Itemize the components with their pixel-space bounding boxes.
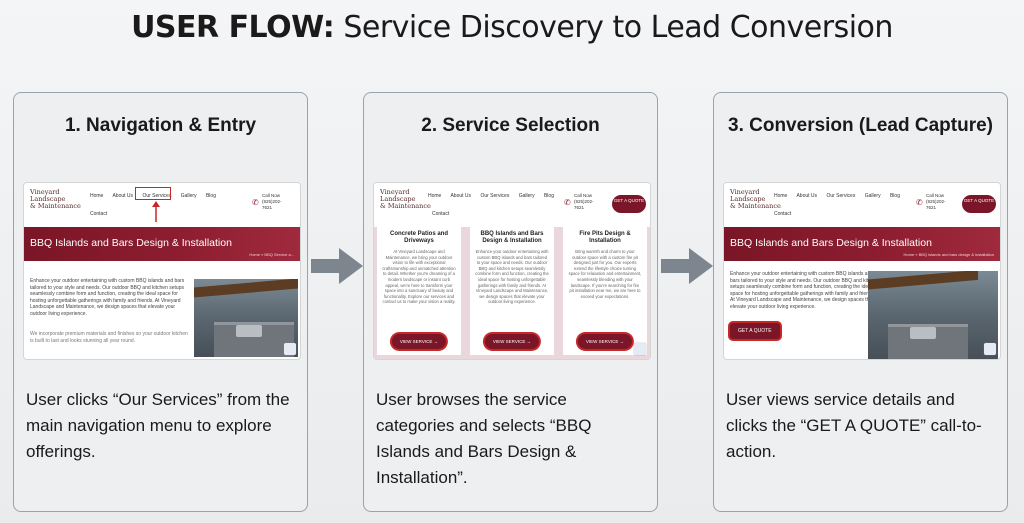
nav-links: Home About Us Our Services Gallery Blog — [428, 193, 562, 199]
up-arrow-icon — [152, 201, 160, 222]
call-now[interactable]: Call Now(925)202-7621 — [926, 193, 946, 210]
phone-icon: ✆ — [916, 198, 923, 207]
panel-description: User browses the service categories and … — [376, 390, 592, 487]
panel-description: User clicks “Our Services” from the main… — [26, 390, 290, 461]
card-desc: At Vineyard Landscape and Maintenance, w… — [382, 249, 456, 305]
get-a-quote-cta[interactable]: GET A QUOTE — [730, 323, 780, 339]
title-rest: Service Discovery to Lead Conversion — [334, 10, 893, 45]
view-service-button[interactable]: VIEW SERVICE → — [577, 334, 633, 349]
service-extra-text: We incorporate premium materials and fin… — [30, 331, 188, 344]
nav-gallery[interactable]: Gallery — [180, 193, 197, 199]
page-banner: BBQ Islands and Bars Design & Installati… — [24, 227, 300, 261]
nav-our-services[interactable]: Our Services — [142, 193, 172, 199]
view-service-button[interactable]: VIEW SERVICE → — [391, 334, 447, 349]
banner-title: BBQ Islands and Bars Design & Installati… — [730, 237, 932, 249]
phone-icon: ✆ — [564, 198, 571, 207]
bbq-photo — [868, 271, 998, 359]
call-now[interactable]: Call Now(925)202-7621 — [574, 193, 594, 210]
nav-about[interactable]: About Us — [112, 193, 134, 199]
panel-heading: 3. Conversion (Lead Capture) — [728, 115, 993, 136]
nav-about[interactable]: About Us — [450, 193, 472, 199]
page-banner: BBQ Islands and Bars Design & Installati… — [724, 227, 1000, 261]
nav-our-services[interactable]: Our Services — [480, 193, 510, 199]
card-title: BBQ Islands and Bars Design & Installati… — [480, 231, 544, 244]
breadcrumb[interactable]: Home » BBQ Service a... — [249, 252, 294, 257]
recaptcha-icon — [284, 343, 296, 355]
get-a-quote-button[interactable]: GET A QUOTE — [962, 195, 996, 213]
card-title: Concrete Patios and Driveways — [389, 231, 448, 244]
get-a-quote-button[interactable]: GET A QUOTE — [612, 195, 646, 213]
phone-icon: ✆ — [252, 198, 259, 207]
page-title: USER FLOW: Service Discovery to Lead Con… — [0, 10, 1024, 45]
service-intro-text: Enhance your outdoor entertaining with c… — [30, 278, 185, 317]
title-bold: USER FLOW: — [131, 10, 335, 45]
service-intro-text: Enhance your outdoor entertaining with c… — [730, 271, 879, 310]
service-cards: Concrete Patios and Driveways At Vineyar… — [374, 227, 650, 359]
service-card[interactable]: Fire Pits Design & Installation Bring wa… — [563, 227, 647, 355]
nav-links: Home About Us Our Services Gallery Blog — [774, 193, 908, 199]
panel-heading: 2. Service Selection — [421, 115, 600, 136]
view-service-button[interactable]: VIEW SERVICE → — [484, 334, 540, 349]
nav-blog[interactable]: Blog — [205, 193, 216, 199]
nav-blog[interactable]: Blog — [543, 193, 554, 199]
recaptcha-icon — [634, 343, 646, 355]
nav-contact[interactable]: Contact — [90, 211, 108, 217]
card-title: Fire Pits Design & Installation — [579, 231, 631, 244]
our-services-highlight — [135, 187, 171, 200]
banner-title: BBQ Islands and Bars Design & Installati… — [30, 237, 232, 249]
flow-arrow-icon — [661, 248, 713, 284]
nav-blog[interactable]: Blog — [889, 193, 900, 199]
card-desc: Enhance your outdoor entertaining with c… — [475, 249, 549, 305]
nav-contact[interactable]: Contact — [774, 211, 792, 217]
bbq-photo — [194, 279, 298, 357]
card-desc: Bring warmth and charm to your outdoor s… — [568, 249, 642, 299]
panel-description: User views service details and clicks th… — [726, 390, 982, 461]
nav-home[interactable]: Home — [428, 193, 442, 199]
nav-about[interactable]: About Us — [796, 193, 818, 199]
panel-heading: 1. Navigation & Entry — [64, 115, 257, 136]
nav-links: Home About Us Our Services Gallery Blog — [90, 193, 224, 199]
nav-contact[interactable]: Contact — [432, 211, 450, 217]
nav-gallery[interactable]: Gallery — [864, 193, 881, 199]
breadcrumb[interactable]: Home » BBQ islands and bars design & ins… — [903, 252, 995, 257]
nav-our-services[interactable]: Our Services — [826, 193, 856, 199]
service-card[interactable]: Concrete Patios and Driveways At Vineyar… — [377, 227, 461, 355]
service-card-bbq[interactable]: BBQ Islands and Bars Design & Installati… — [470, 227, 554, 355]
call-now[interactable]: Call Now(925)202-7621 — [262, 193, 282, 210]
nav-home[interactable]: Home — [90, 193, 104, 199]
nav-gallery[interactable]: Gallery — [518, 193, 535, 199]
recaptcha-icon — [984, 343, 996, 355]
flow-arrow-icon — [311, 248, 363, 284]
nav-home[interactable]: Home — [774, 193, 788, 199]
